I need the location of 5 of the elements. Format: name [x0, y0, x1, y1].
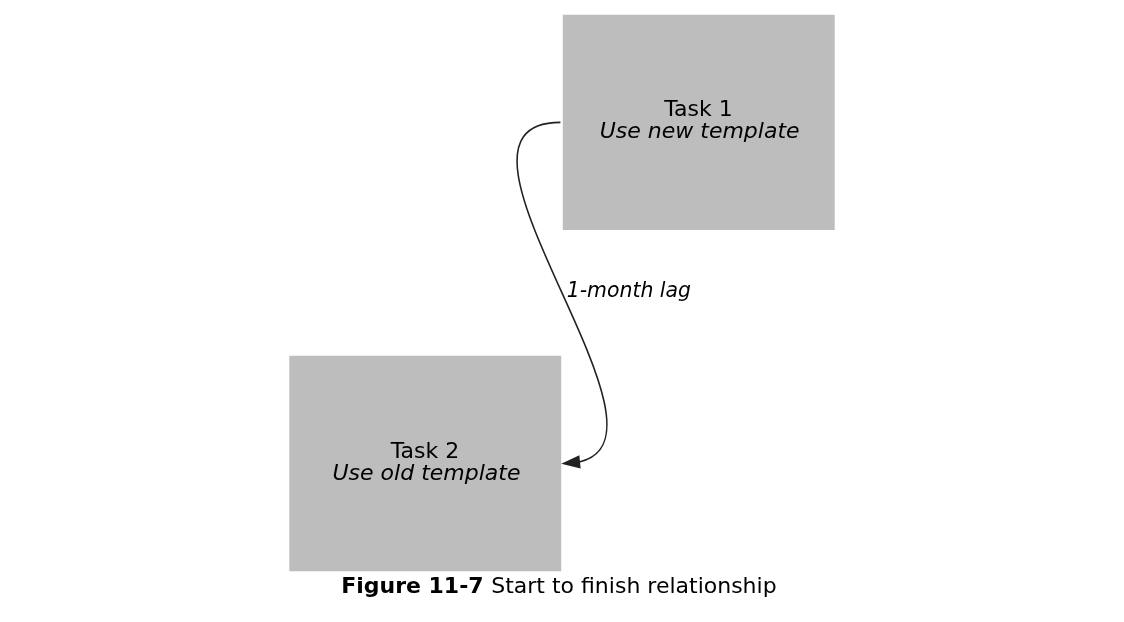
node-box: Task 1 Use new template	[562, 14, 835, 231]
node-box: Task 2 Use old template	[289, 355, 562, 572]
arrow	[516, 121, 608, 469]
caption: Figure 11-7 Start to finish relationship	[341, 573, 777, 599]
edge-label: 1-month lag	[566, 277, 692, 302]
